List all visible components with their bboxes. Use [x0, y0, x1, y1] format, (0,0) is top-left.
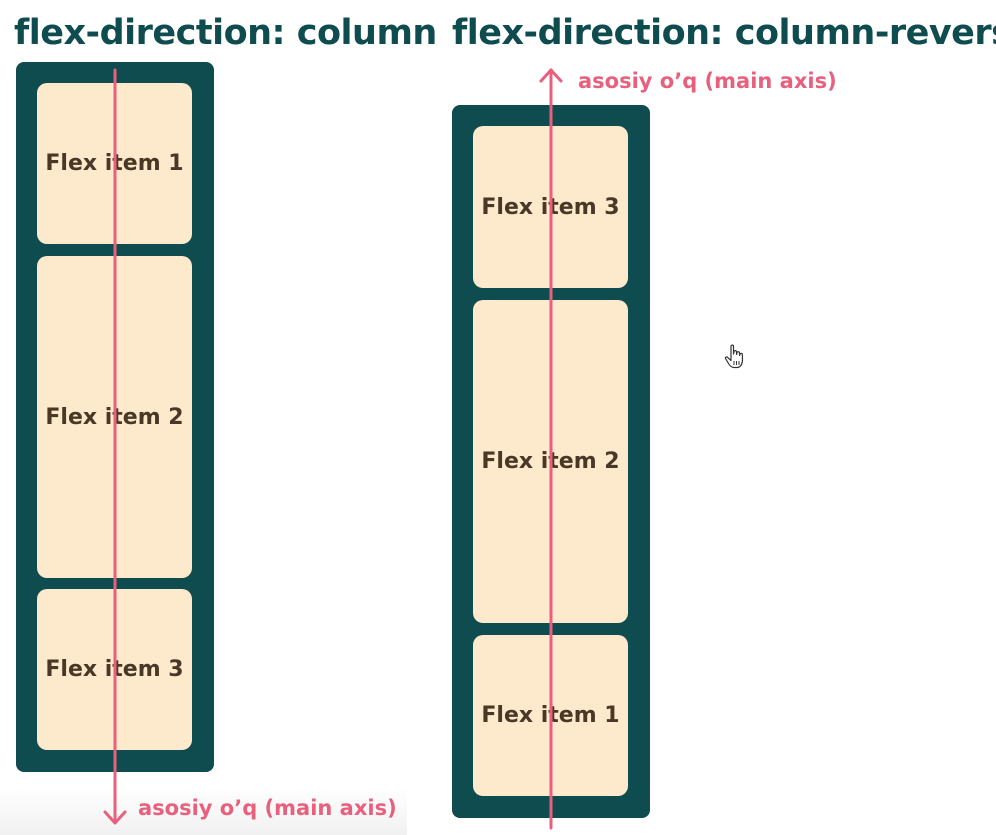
flex-item-2: Flex item 2	[473, 300, 628, 623]
flex-item-1: Flex item 1	[37, 83, 192, 244]
flex-item-label: Flex item 1	[481, 703, 620, 728]
flex-item-label: Flex item 1	[45, 151, 184, 176]
flex-item-label: Flex item 2	[481, 449, 620, 474]
title-column-reverse: flex-direction: column-reverse	[452, 13, 996, 53]
flex-item-label: Flex item 3	[481, 194, 620, 220]
flex-item-3: Flex item 3	[37, 589, 192, 750]
arrow-up-icon	[539, 68, 563, 83]
hand-pointer-icon	[724, 344, 744, 369]
title-column: flex-direction: column	[14, 13, 437, 53]
flex-item-3: Flex item 3	[473, 126, 628, 288]
flex-container-column: Flex item 1 Flex item 2 Flex item 3	[16, 62, 214, 772]
flex-item-1: Flex item 1	[473, 635, 628, 796]
axis-label-column: asosiy o’q (main axis)	[138, 796, 397, 820]
flex-item-label: Flex item 2	[45, 404, 184, 430]
flex-container-column-reverse: Flex item 3 Flex item 2 Flex item 1	[452, 105, 650, 818]
flex-item-label: Flex item 3	[45, 657, 184, 682]
axis-label-column-reverse: asosiy o’q (main axis)	[578, 69, 837, 93]
bottom-shade	[0, 787, 407, 835]
flex-item-2: Flex item 2	[37, 256, 192, 578]
